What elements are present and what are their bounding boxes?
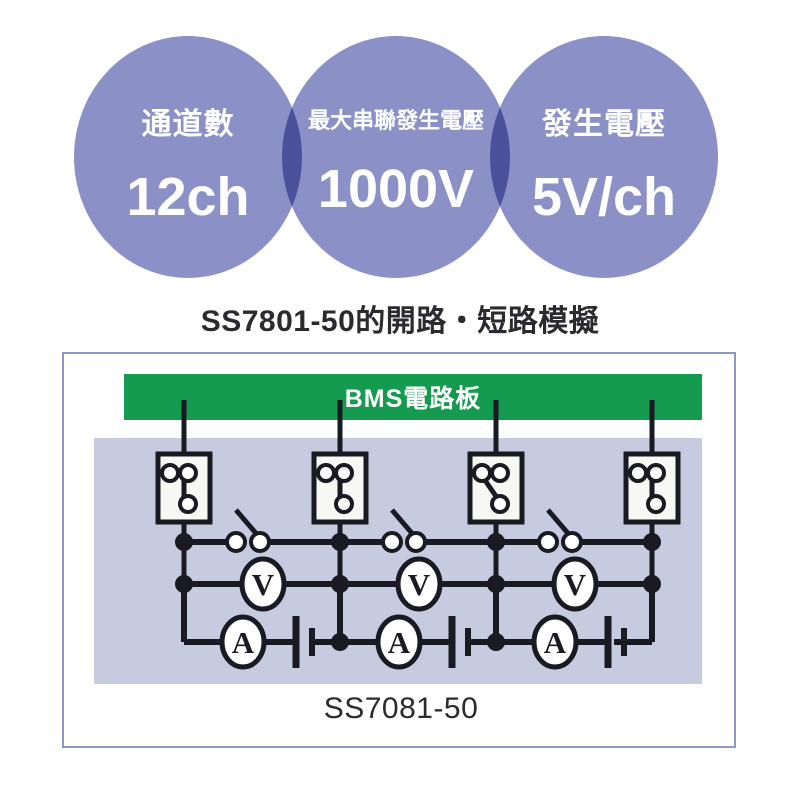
spec-circle-1	[74, 36, 302, 278]
voltmeter-2: V	[395, 556, 443, 612]
svg-text:A: A	[544, 625, 567, 660]
voltmeter-3: V	[551, 556, 599, 612]
relay-box-3	[467, 451, 525, 525]
spec-circle-2	[282, 36, 510, 278]
svg-text:A: A	[388, 625, 411, 660]
knife-switch-2	[381, 508, 427, 553]
spec-circle-3	[490, 36, 718, 278]
junction-dots	[175, 533, 661, 651]
svg-text:V: V	[408, 567, 431, 602]
svg-text:V: V	[252, 567, 275, 602]
circuit-diagram-panel: BMS電路板	[62, 352, 736, 748]
circuit-schematic: V V V A	[155, 400, 681, 670]
knife-switch-1	[225, 508, 271, 553]
battery-cell-1	[264, 616, 340, 668]
ammeter-3: A	[531, 614, 579, 670]
bms-board-label: BMS電路板	[124, 374, 702, 420]
relay-box-1	[155, 451, 213, 525]
voltmeter-1: V	[239, 556, 287, 612]
page-title: SS7801-50的開路・短路模擬	[200, 305, 600, 338]
svg-text:A: A	[232, 625, 255, 660]
ammeter-1: A	[219, 614, 267, 670]
spec-highlights: 通道數 12ch 最大串聯發生電壓 1000V 發生電壓 5V/ch	[0, 18, 800, 278]
battery-cell-2	[420, 616, 496, 668]
relay-box-4	[623, 451, 681, 525]
battery-cell-3	[576, 616, 652, 668]
svg-text:V: V	[564, 567, 587, 602]
device-model-label: SS7081-50	[323, 692, 479, 725]
knife-switch-3	[537, 508, 583, 553]
relay-box-2	[311, 451, 369, 525]
ammeter-2: A	[375, 614, 423, 670]
